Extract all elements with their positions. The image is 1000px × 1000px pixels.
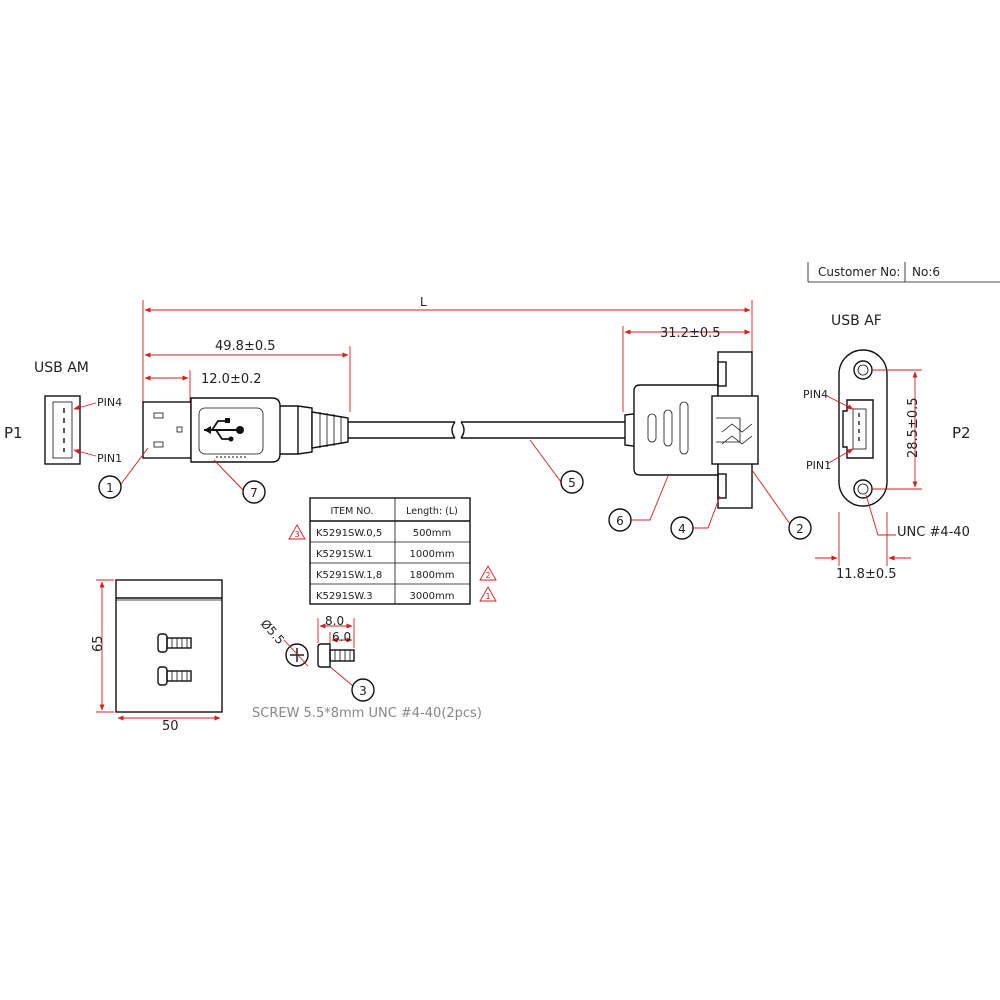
front-receptacle [842,399,874,459]
receptacle-shell [711,395,759,465]
svg-text:K5291SW.3: K5291SW.3 [316,591,373,602]
svg-text:3: 3 [294,530,299,539]
box-height-label: 65 [91,635,106,652]
panel-length-label: 31.2±0.5 [660,326,721,341]
svg-text:3: 3 [359,684,367,698]
plug-length-label: 49.8±0.5 [215,339,276,354]
balloon-5: 5 [529,439,584,494]
revision-triangle-icon: 2 [479,565,497,581]
balloon-1: 1 [98,447,149,499]
usb-am-shell [44,395,81,465]
svg-text:500mm: 500mm [413,528,452,539]
p1-pin1-label: PIN1 [97,452,122,465]
screw-note: SCREW 5.5*8mm UNC #4-40(2pcs) [252,706,482,721]
screw-detail: Ø5.5 8.0 6.0 SCREW 5.5*8mm UNC #4-40(2pc… [252,614,482,721]
svg-text:3000mm: 3000mm [410,591,455,602]
svg-text:1: 1 [106,481,114,495]
p1-label: P1 [4,424,23,442]
balloon-6: 6 [608,475,669,532]
p2-pin1-label: PIN1 [806,459,831,472]
box-width-label: 50 [162,719,179,734]
hole-spacing-label: 28.5±0.5 [906,397,921,458]
svg-text:K5291SW.1,8: K5291SW.1,8 [316,570,382,581]
balloon-7: 7 [213,459,266,504]
screw-length-label: 8.0 [325,614,344,628]
dimension-plug-length: 49.8±0.5 [144,339,351,412]
svg-text:K5291SW.1: K5291SW.1 [316,549,373,560]
screw-icon [157,666,192,686]
usb-logo-icon [204,418,244,442]
balloon-2: 2 [751,469,812,540]
table-header-length: Length: (L) [406,506,458,517]
p1-pin4-label: PIN4 [97,396,122,409]
svg-text:6: 6 [616,514,624,528]
plug-metal-tip [142,401,192,459]
thread-label: UNC #4-40 [897,525,970,540]
revision-triangle-icon: 3 [288,524,306,540]
screw-side-icon [317,643,331,668]
usb-af-panel-mount [624,351,759,509]
svg-text:7: 7 [250,486,258,500]
screw-shank-label: 6.0 [332,630,351,644]
table-row: K5291SW.3 3000mm [316,591,454,602]
table-row: K5291SW.1,8 1800mm [316,570,454,581]
flange-width-label: 11.8±0.5 [836,567,897,582]
svg-text:5: 5 [568,476,576,490]
balloon-4: 4 [670,495,721,540]
table-row: K5291SW.0,5 500mm [316,528,451,539]
svg-text:1800mm: 1800mm [410,570,455,581]
cable [348,421,625,439]
dimension-panel-length: 31.2±0.5 [622,326,751,412]
number-label: No:6 [912,265,940,279]
screw-diameter-label: Ø5.5 [258,617,287,648]
p1-type-label: USB AM [34,360,89,376]
length-label: L [420,295,427,309]
usb-af-front-view: USB AF P2 PIN4 PIN1 28.5±0.5 UNC #4-40 1… [803,313,971,582]
screw-icon [157,633,192,653]
strain-relief [311,411,349,449]
customer-label: Customer No: [818,265,900,279]
usb-am-plug [142,397,349,463]
table-row: K5291SW.1 1000mm [316,549,454,560]
panel-body [633,384,719,476]
balloons: 1 7 5 6 4 2 3 [98,439,812,702]
table-header-item: ITEM NO. [330,506,373,517]
usb-am-end-view: P1 USB AM PIN4 PIN1 [4,360,122,465]
dimension-tip-length: 12.0±0.2 [144,370,262,402]
tip-length-label: 12.0±0.2 [201,372,262,387]
svg-text:2: 2 [485,571,490,580]
title-block: Customer No: No:6 [807,262,1000,283]
item-table: ITEM NO. Length: (L) K5291SW.0,5 500mm K… [288,497,497,605]
table-frame [309,497,471,605]
screw-bag: 65 50 [91,579,223,734]
svg-text:1000mm: 1000mm [410,549,455,560]
svg-text:1: 1 [485,592,490,601]
svg-text:K5291SW.0,5: K5291SW.0,5 [316,528,382,539]
p2-type-label: USB AF [831,313,882,329]
p2-pin4-label: PIN4 [803,388,828,401]
bag-outline [115,579,223,713]
dimension-length: L [142,295,753,410]
p2-label: P2 [952,424,971,442]
svg-text:4: 4 [678,522,686,536]
svg-text:2: 2 [796,522,804,536]
revision-triangle-icon: 1 [479,586,497,602]
